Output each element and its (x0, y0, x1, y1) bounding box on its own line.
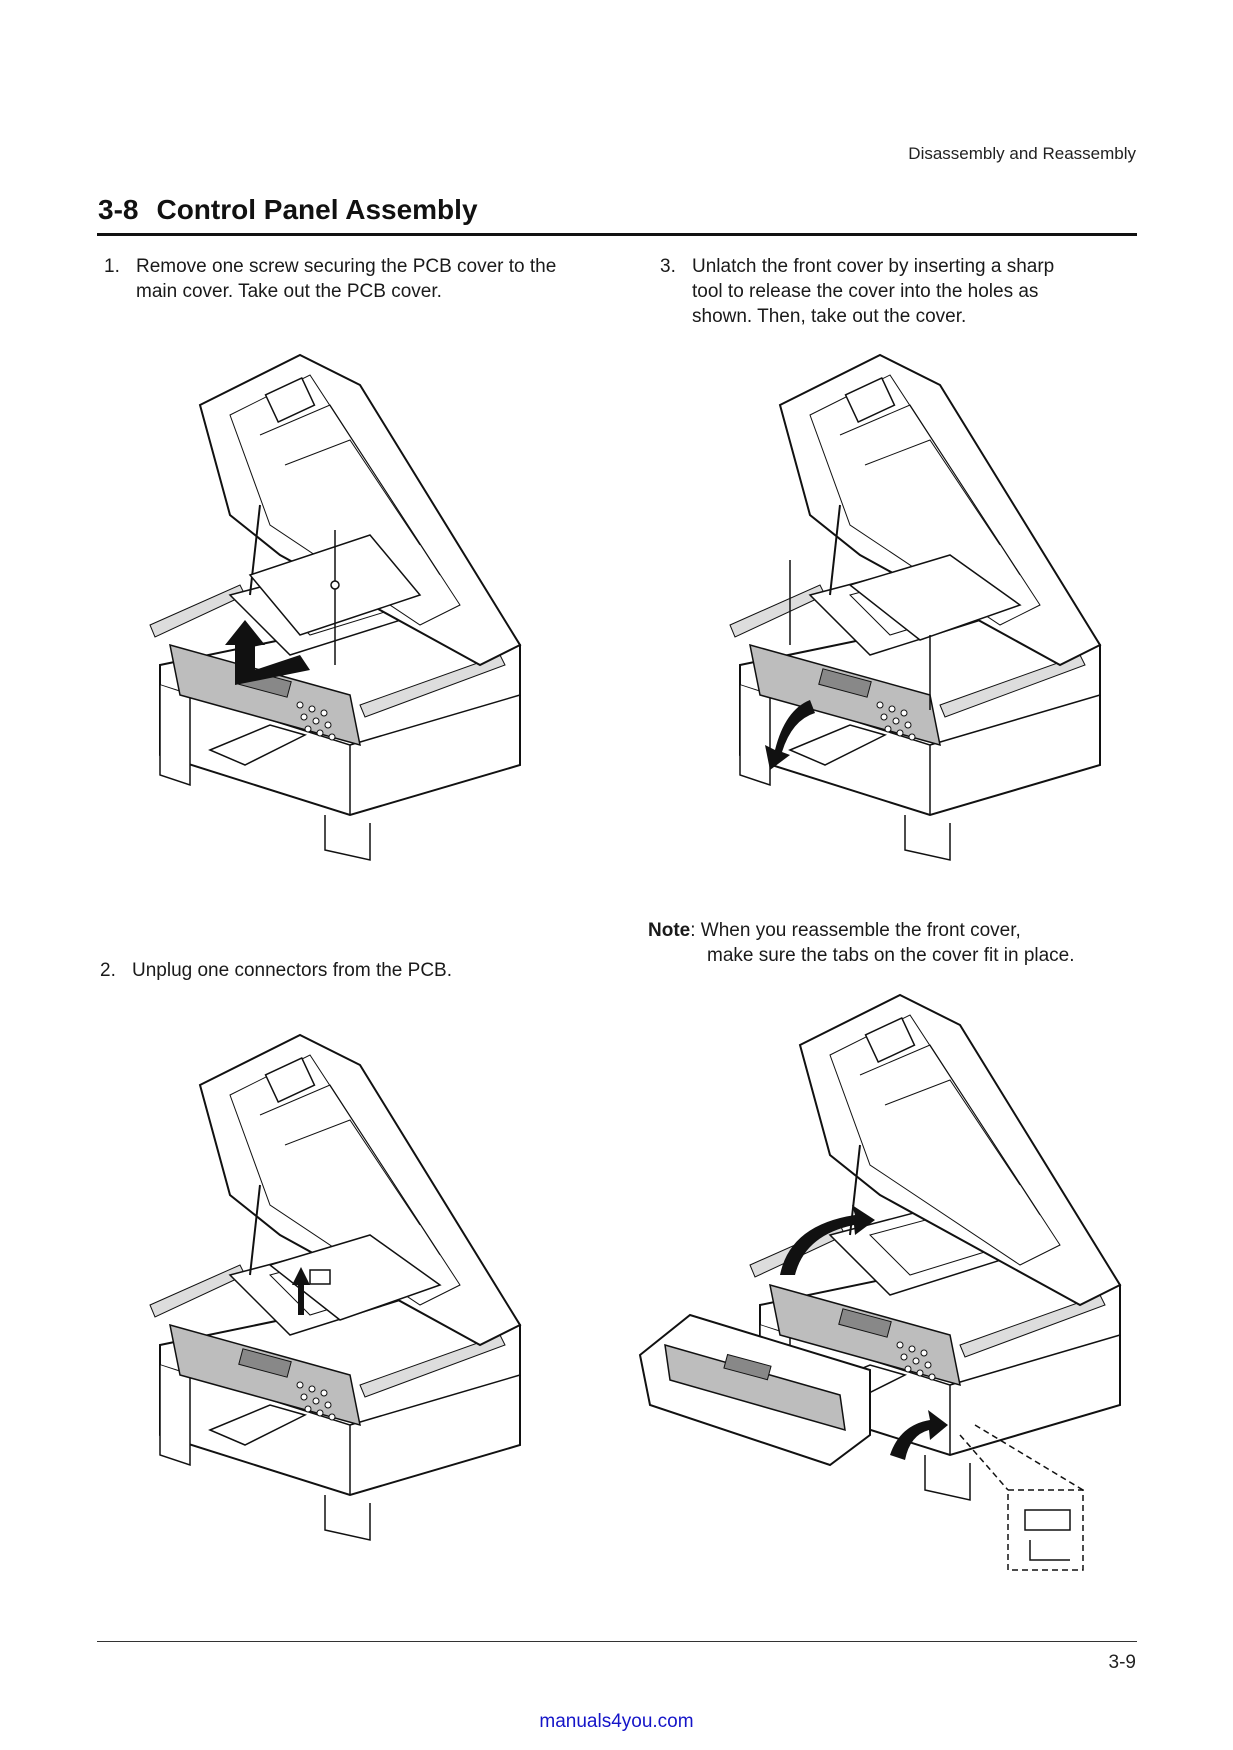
step-number: 1. (104, 256, 120, 277)
note-label: Note (648, 920, 691, 941)
title-underline (97, 233, 1137, 236)
step-text-line: Remove one screw securing the PCB cover … (136, 256, 557, 277)
page-number: 3-9 (1108, 1652, 1136, 1673)
step-text-line: shown. Then, take out the cover. (692, 306, 967, 327)
note-line-1: Note: When you reassemble the front cove… (648, 918, 1128, 943)
section-number: 3-8 (98, 194, 139, 225)
step-number: 2. (100, 960, 116, 981)
step-3: 3. Unlatch the front cover by inserting … (660, 254, 1130, 329)
step-2: 2. Unplug one connectors from the PCB. (100, 958, 620, 983)
source-link[interactable]: manuals4you.com (539, 1711, 694, 1732)
step-text-line: main cover. Take out the PCB cover. (136, 281, 442, 302)
running-header: Disassembly and Reassembly (908, 144, 1136, 163)
step-text-line: Unlatch the front cover by inserting a s… (692, 256, 1055, 277)
unlatch-front-cover-illustration (700, 345, 1120, 885)
step-1: 1. Remove one screw securing the PCB cov… (104, 254, 624, 304)
reassembly-note: Note: When you reassemble the front cove… (648, 918, 1128, 968)
section-title-text: Control Panel Assembly (156, 194, 478, 225)
step-text-line: Unplug one connectors from the PCB. (132, 960, 453, 981)
step-text-line: tool to release the cover into the holes… (692, 281, 1039, 302)
note-line-2: make sure the tabs on the cover fit in p… (707, 945, 1075, 966)
reassemble-front-cover-illustration (630, 985, 1150, 1585)
remove-pcb-cover-illustration (120, 345, 540, 885)
footer-rule (97, 1641, 1137, 1642)
section-title: 3-8 Control Panel Assembly (98, 194, 478, 226)
step-number: 3. (660, 256, 676, 277)
note-text: : When you reassemble the front cover, (690, 920, 1021, 941)
unplug-connector-illustration (120, 1025, 540, 1565)
